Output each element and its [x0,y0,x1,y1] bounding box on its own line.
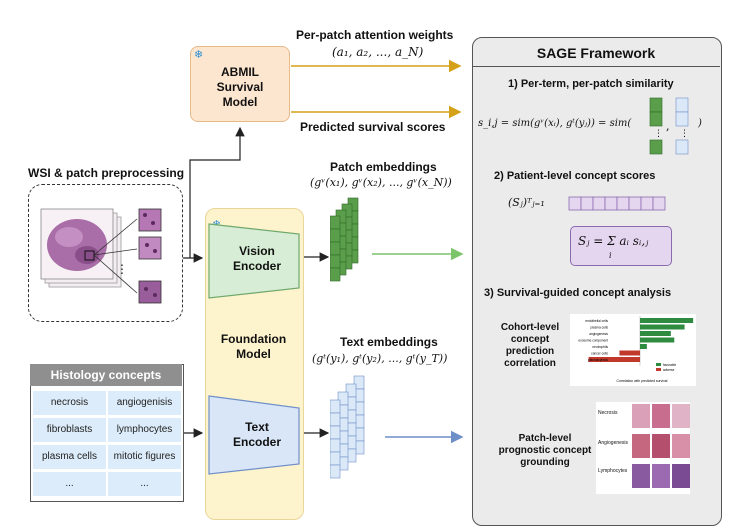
wsi-illustration [40,208,162,304]
attention-formula: (a₁, a₂, ..., a_N) [332,45,424,59]
mini-chart-bar [640,318,694,323]
attention-title: Per-patch attention weights [296,28,454,42]
mini-chart-label: angiogenesis [589,332,608,336]
wsi-label: WSI & patch preprocessing [28,166,185,180]
patch-thumb [138,236,162,260]
mini-chart-legend-swatch [656,363,661,366]
concept-cell: fibroblasts [33,418,106,442]
concept-cell: mitotic figures [108,445,181,469]
similarity-formula: s_i,j = sim(gᵛ(xᵢ), gᵗ(yⱼ)) = sim( [478,118,632,129]
sage-title-divider [472,66,720,67]
concept-score-formula-box [570,226,672,266]
histology-concepts-title: Histology concepts [30,364,182,386]
foundation-model-label: Foundation Model [220,332,287,361]
grounding-thumbnails [632,404,690,488]
sage-section2-title: 2) Patient-level concept scores [494,170,656,182]
concept-cell: necrosis [33,391,106,415]
thumb-label: Necrosis [598,410,618,416]
mini-chart-bar [588,357,640,362]
cohort-correlation-svg: endothelial cells plasma cells angiogenesi… [578,316,694,383]
mini-chart-xlabel: Correlation with predicted survival [617,379,668,383]
concept-cell: plasma cells [33,445,106,469]
thumb-label: Angiogenesis [598,440,629,446]
patch-embedding-stack [330,197,359,282]
abmil-line1: ABMIL [221,65,259,79]
abmil-line3: Model [222,95,258,109]
concept-score-formula: Sⱼ = Σ aᵢ sᵢ,ⱼ [578,234,649,248]
mini-chart-bar [619,350,640,356]
mini-chart-bar [640,331,671,336]
svg-text:⋮: ⋮ [654,129,663,139]
thumb-label: Lymphocytes [598,468,628,474]
mini-chart-bar [640,337,675,343]
patient-scores-set: (Sⱼ)ᵀⱼ₌₁ [508,196,545,209]
mini-chart-legend-swatch [656,368,661,371]
concept-cell: angiogenisis [108,391,181,415]
branch-to-abmil-arrow [189,126,245,258]
svg-text:,: , [666,120,670,133]
prognostic-grounding-panel: Necrosis Angiogenesis Lymphocytes [596,402,690,494]
mini-chart-label: plasma cells [590,326,608,330]
text-encoder-shape [208,395,300,475]
vision-encoder-shape [208,223,300,299]
patch-dots: ⋮ [116,262,128,276]
mini-chart-label: neutrophils [592,345,608,349]
concept-cell: lymphocytes [108,418,181,442]
text-embedding-stack [330,375,365,479]
concept-score-bar [568,196,666,211]
histology-concepts-table: necrosis angiogenisis fibroblasts lympho… [30,364,184,502]
mini-chart-bar [640,344,647,349]
sage-title: SAGE Framework [536,45,656,61]
cohort-correlation-chart: endothelial cells plasma cells angiogenesi… [570,314,696,386]
mini-chart-legend-label: adverse [663,368,675,372]
mini-chart-label: cancer cells [591,352,608,356]
concept-cell: ... [33,472,106,496]
sage-section3-title: 3) Survival-guided concept analysis [484,287,672,299]
text-embed-formula: (gᵗ(y₁), gᵗ(y₂), ..., gᵗ(y_T)) [312,352,448,365]
text-embed-title: Text embeddings [340,335,438,349]
patch-embed-formula: (gᵛ(x₁), gᵛ(x₂), ..., gᵛ(x_N)) [310,176,452,189]
wsi-preprocessing-box [28,184,183,322]
mini-chart-label: endothelial cells [585,319,608,323]
text-encoder-label: Text Encoder [232,420,281,449]
concept-score-sum-index: i [609,251,612,260]
svg-text:⋮: ⋮ [680,129,689,139]
mini-chart-label: exosome component [578,339,608,343]
survival-label: Predicted survival scores [300,120,446,134]
abmil-model-box: ABMIL Survival Model [190,46,290,122]
vision-encoder-label: Vision Encoder [232,244,281,273]
similarity-close-paren: ) [698,118,702,129]
patch-thumb [138,208,162,232]
cohort-level-caption: Cohort-level concept prediction correlat… [500,322,560,369]
patch-embed-title: Patch embeddings [330,160,437,174]
frozen-snowflake-icon: ❄ [194,49,204,61]
patch-thumb [138,280,162,304]
mini-chart-bar [640,324,685,330]
patch-level-caption: Patch-level prognostic concept grounding [498,433,592,468]
abmil-line2: Survival [216,80,264,94]
similarity-vectors: ⋮ , ⋮ [649,97,689,155]
mini-chart-legend-label: favorable [663,363,676,367]
sage-section1-title: 1) Per-term, per-patch similarity [508,78,674,90]
mini-chart-label: plasmacytosis [588,358,608,362]
concept-cell: ... [108,472,181,496]
